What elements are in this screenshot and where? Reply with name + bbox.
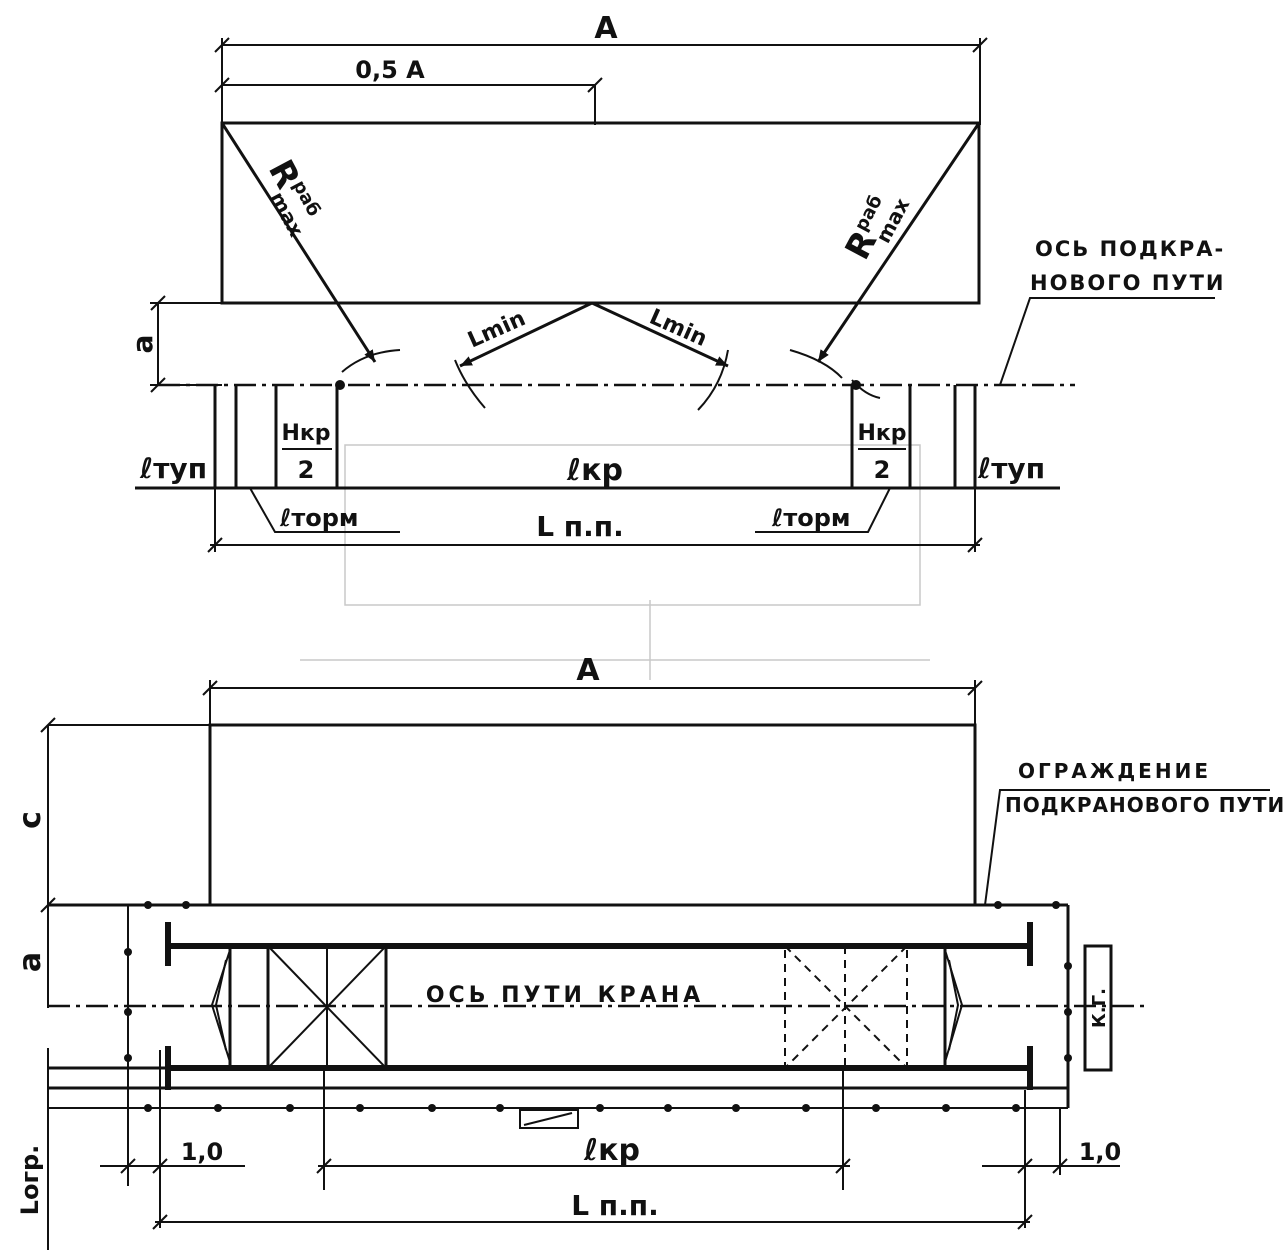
dim-A-bottom: A bbox=[576, 653, 600, 688]
l-ogr: Lогр. bbox=[16, 1145, 44, 1216]
l-torm-left-leader bbox=[249, 487, 400, 533]
top-drawing: A 0,5 A R раб max R раб max Lmin Lmin bbox=[126, 11, 1226, 553]
h-kr-right-den: 2 bbox=[874, 456, 891, 484]
background-ghost bbox=[300, 444, 930, 680]
l-torm-right-leader bbox=[755, 487, 891, 533]
crane-axis-label: ОСЬ ПУТИ КРАНА bbox=[426, 983, 704, 1008]
axis-note-line2: НОВОГО ПУТИ bbox=[1030, 271, 1226, 295]
l-tup-right: ℓтуп bbox=[977, 452, 1045, 485]
dim-1-right: 1,0 bbox=[1079, 1138, 1122, 1166]
h-kr-right-num: Hкр bbox=[857, 421, 906, 446]
fence-note-line1: ОГРАЖДЕНИЕ bbox=[1018, 759, 1211, 783]
l-min-right-label: Lmin bbox=[646, 305, 711, 352]
l-tup-left: ℓтуп bbox=[139, 452, 207, 485]
arc-right-outer bbox=[789, 349, 843, 379]
r-max-left-label: R раб max bbox=[260, 153, 324, 240]
bottom-drawing: A c a ОГРАЖДЕНИЕ ПОДКРАНОВОГО ПУТИ bbox=[13, 653, 1283, 1250]
dim-a-top: a bbox=[126, 335, 159, 354]
building-outline-top bbox=[220, 121, 981, 305]
h-kr-left-den: 2 bbox=[298, 456, 315, 484]
l-torm-left: ℓторм bbox=[279, 504, 359, 532]
l-kr-top: ℓкр bbox=[566, 453, 623, 488]
dim-1-left: 1,0 bbox=[181, 1138, 224, 1166]
r-max-right-label: R раб max bbox=[838, 192, 915, 266]
arc-right-inner bbox=[697, 349, 729, 411]
axis-note-line1: ОСЬ ПОДКРА- bbox=[1035, 237, 1225, 261]
radius-arrow-left bbox=[220, 122, 377, 363]
fence-note-line2: ПОДКРАНОВОГО ПУТИ bbox=[1005, 793, 1283, 817]
radius-arrow-right bbox=[816, 122, 981, 363]
fence-dots-bottom bbox=[144, 1104, 1020, 1112]
arc-left-outer bbox=[341, 349, 401, 373]
dim-half-A: 0,5 A bbox=[355, 56, 425, 84]
fence-dots-top bbox=[144, 901, 1060, 909]
dim-A-top: A bbox=[594, 11, 618, 46]
l-pp-bottom: L п.п. bbox=[571, 1189, 659, 1222]
kg-box bbox=[1083, 944, 1113, 1072]
l-kr-bottom: ℓкр bbox=[583, 1133, 640, 1168]
gate-box bbox=[519, 1109, 579, 1129]
l-min-arrow-right bbox=[591, 301, 729, 368]
h-kr-left-num: Hкр bbox=[281, 421, 330, 446]
l-min-arrow-left bbox=[459, 301, 593, 368]
fence-note-leader bbox=[984, 789, 1270, 906]
dim-a-bottom: a bbox=[13, 952, 48, 972]
dim-c: c bbox=[13, 811, 48, 829]
l-min-left-label: Lmin bbox=[464, 306, 529, 353]
l-torm-right: ℓторм bbox=[771, 504, 851, 532]
building-outline-bottom bbox=[208, 723, 977, 907]
kg-label: К.Г. bbox=[1089, 988, 1110, 1028]
l-pp-top: L п.п. bbox=[536, 510, 624, 543]
axis-note-leader bbox=[999, 297, 1215, 386]
